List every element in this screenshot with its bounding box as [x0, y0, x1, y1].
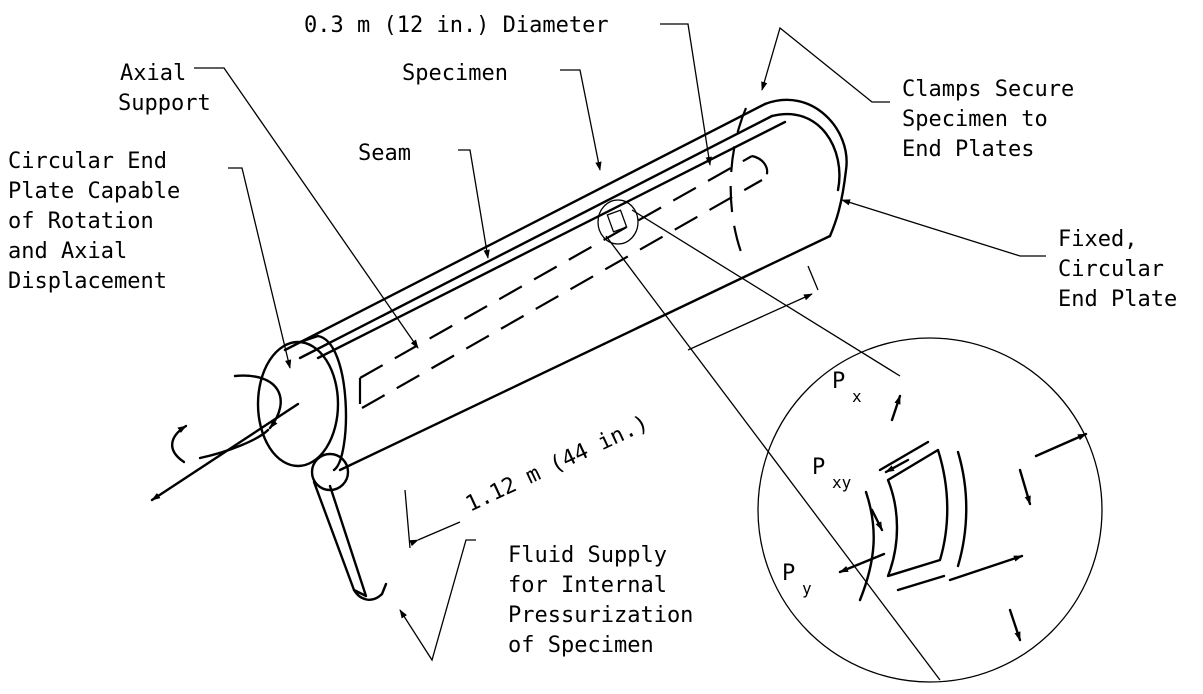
fluid-supply-label-line3: Pressurization — [508, 603, 693, 628]
circular-end-plate-label-line1: Circular End — [8, 149, 167, 174]
axial-support-label-line1: Axial — [120, 61, 186, 86]
specimen-leader — [560, 69, 602, 171]
px-subscript: x — [852, 387, 862, 406]
stress-symbols: P x P xy P y — [782, 369, 862, 598]
pxy-subscript: xy — [832, 473, 852, 492]
circular-end-plate-label-line5: Displacement — [8, 269, 167, 294]
stress-element-detail — [757, 337, 1103, 683]
pxy-label: P — [812, 455, 825, 480]
clamps-leader — [761, 26, 890, 103]
circular-end-plate-label-line3: of Rotation — [8, 209, 154, 234]
fixed-end-plate-leader — [841, 199, 1046, 257]
circular-end-plate-leader — [228, 167, 292, 369]
zoom-line-bottom — [605, 235, 941, 681]
detail-circle — [757, 337, 1103, 683]
px-label: P — [832, 369, 845, 394]
circular-end-plate-label-line2: Plate Capable — [8, 179, 180, 204]
fluid-supply-pipe — [310, 452, 388, 601]
zoom-line-top — [631, 209, 901, 377]
fixed-end-plate-label-line3: End Plate — [1058, 287, 1177, 312]
length-label: 1.12 m (44 in.) — [462, 411, 653, 518]
seam-line — [298, 114, 774, 360]
py-label: P — [782, 561, 795, 586]
seam-label: Seam — [358, 141, 411, 166]
clamps-label-line1: Clamps Secure — [902, 77, 1074, 102]
right-end-plate — [763, 98, 848, 238]
fixed-end-plate-label-line1: Fixed, — [1058, 227, 1137, 252]
bottom-edge — [338, 234, 832, 472]
fluid-supply-label-line1: Fluid Supply — [508, 543, 667, 568]
clamps-label-line2: Specimen to — [902, 107, 1048, 132]
seam-leader — [458, 149, 490, 259]
py-subscript: y — [802, 579, 812, 598]
diameter-leader — [660, 23, 712, 166]
hidden-end-circle — [729, 107, 748, 261]
axial-support-dashed — [359, 155, 753, 379]
specimen-label: Specimen — [402, 61, 508, 86]
axial-support-leader — [194, 67, 419, 349]
length-dimension — [404, 265, 819, 549]
element-square — [606, 209, 628, 233]
fluid-supply-leader — [399, 539, 476, 662]
fluid-supply-label-line4: of Specimen — [508, 633, 654, 658]
rotation-arrow — [150, 374, 300, 502]
top-edge — [283, 102, 767, 352]
axial-support-label-line2: Support — [118, 91, 211, 116]
circular-end-plate-label-line4: and Axial — [8, 239, 127, 264]
axial-displacement-arrow — [150, 402, 300, 502]
element-locator-circle — [597, 199, 639, 245]
cylinder-specimen — [256, 98, 848, 472]
callout-labels: 0.3 m (12 in.) Diameter Axial Support Sp… — [8, 13, 1177, 658]
stress-element — [886, 448, 949, 578]
fluid-supply-label-line2: for Internal — [508, 573, 667, 598]
fixed-end-plate-label-line2: Circular — [1058, 257, 1164, 282]
diameter-label: 0.3 m (12 in.) Diameter — [304, 13, 609, 38]
clamps-label-line3: End Plates — [902, 137, 1034, 162]
